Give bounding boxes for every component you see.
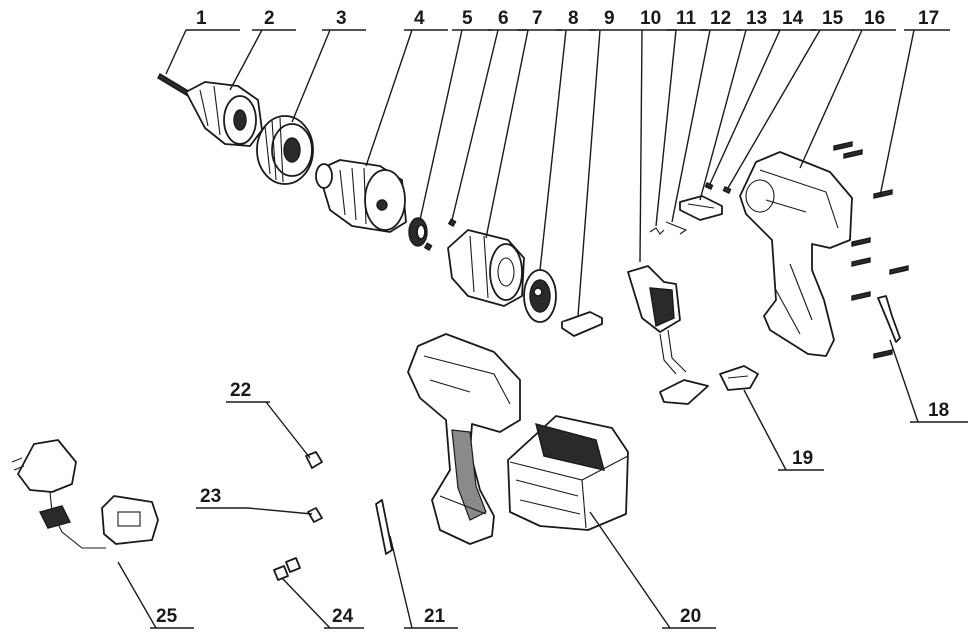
label-3: 3 xyxy=(336,8,347,29)
label-7: 7 xyxy=(532,8,543,29)
label-10: 10 xyxy=(640,8,661,29)
part-4-gearbox xyxy=(315,159,407,233)
label-24: 24 xyxy=(332,606,354,627)
part-23-clip xyxy=(307,507,323,523)
part-18-contact-clip xyxy=(877,295,901,343)
label-12: 12 xyxy=(710,8,731,29)
label-8: 8 xyxy=(568,8,579,29)
part-22-clip xyxy=(305,451,323,469)
label-4: 4 xyxy=(414,8,425,29)
part-6-pins xyxy=(423,218,457,252)
part-21-housing-left xyxy=(375,333,521,555)
label-6: 6 xyxy=(498,8,509,29)
part-5-pinion-gear xyxy=(408,217,428,247)
part-8-end-plate xyxy=(523,269,557,323)
part-19-terminal-block xyxy=(719,365,759,391)
label-18: 18 xyxy=(928,400,949,421)
part-10-trigger-switch xyxy=(627,265,709,405)
label-25: 25 xyxy=(156,606,178,627)
part-2-chuck xyxy=(185,81,263,147)
label-5: 5 xyxy=(462,8,473,29)
part-1-screw xyxy=(157,73,191,97)
label-1: 1 xyxy=(196,8,207,29)
label-2: 2 xyxy=(264,8,275,29)
label-11: 11 xyxy=(676,8,697,29)
label-15: 15 xyxy=(822,8,844,29)
part-7-motor xyxy=(447,229,525,307)
part-14-15-springs xyxy=(704,181,732,195)
part-17-screws xyxy=(833,141,909,359)
label-23: 23 xyxy=(200,486,221,507)
callout-numbers: 1 2 3 4 5 6 7 8 9 10 11 12 13 14 15 16 1… xyxy=(156,8,949,627)
part-12-reverse-switch xyxy=(679,195,723,221)
label-21: 21 xyxy=(424,606,446,627)
label-16: 16 xyxy=(864,8,885,29)
label-14: 14 xyxy=(782,8,804,29)
label-22: 22 xyxy=(230,380,251,401)
label-17: 17 xyxy=(918,8,939,29)
label-20: 20 xyxy=(680,606,701,627)
part-25-charger xyxy=(11,439,159,549)
part-11-spring xyxy=(649,221,688,235)
part-24-cylinders xyxy=(273,557,301,581)
part-20-battery-pack xyxy=(507,415,629,531)
leader-lines xyxy=(117,29,968,629)
part-9-switch-plate xyxy=(561,311,603,337)
part-3-clutch-ring xyxy=(256,115,314,185)
part-16-housing-right xyxy=(739,151,853,357)
label-9: 9 xyxy=(604,8,615,29)
label-19: 19 xyxy=(792,448,813,469)
label-13: 13 xyxy=(746,8,767,29)
